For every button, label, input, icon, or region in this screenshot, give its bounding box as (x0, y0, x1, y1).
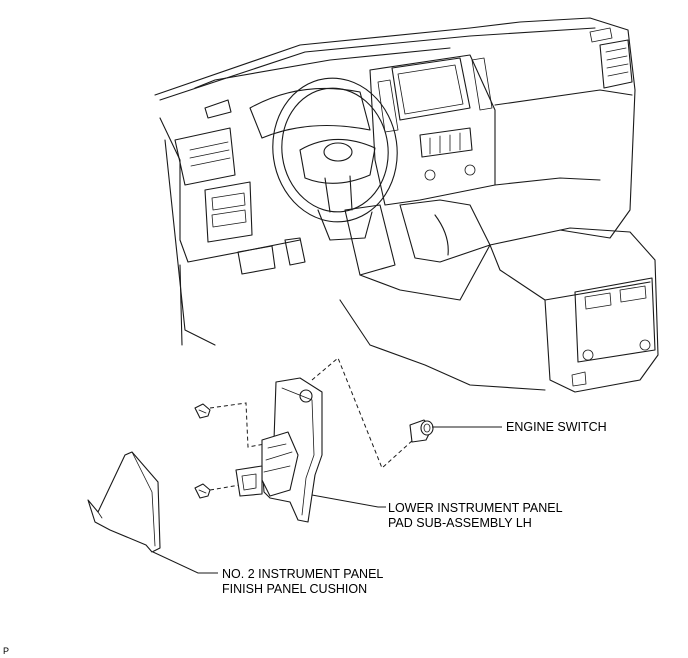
label-engine-switch: ENGINE SWITCH (506, 420, 607, 434)
label-lower-panel-line2: PAD SUB-ASSEMBLY LH (388, 516, 532, 530)
lower-instrument-panel-pad (235, 377, 323, 523)
dashboard-illustration (154, 17, 659, 393)
finish-panel-cushion (87, 451, 161, 553)
install-line-panel-to-dash (311, 357, 414, 469)
install-line-lower-screw (209, 484, 241, 491)
label-finish-panel-line2: FINISH PANEL CUSHION (222, 582, 367, 596)
label-finish-panel-line1: NO. 2 INSTRUMENT PANEL (222, 567, 383, 581)
screw-upper (194, 403, 211, 419)
leader-lower-panel (311, 494, 386, 508)
screw-lower (194, 483, 211, 499)
figure-code: P (3, 646, 9, 656)
leader-finish-panel (152, 551, 218, 574)
label-lower-panel-line1: LOWER INSTRUMENT PANEL (388, 501, 563, 515)
engine-switch-part (409, 419, 434, 443)
